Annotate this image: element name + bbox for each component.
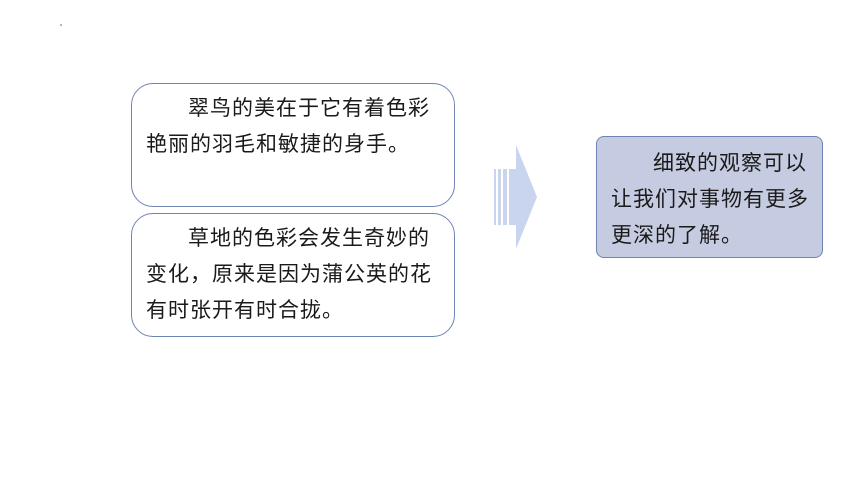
observation-text-grassland: 草地的色彩会发生奇妙的变化，原来是因为蒲公英的花有时张开有时合拢。 [146,226,432,322]
observation-text-kingfisher: 翠鸟的美在于它有着色彩艳丽的羽毛和敏捷的身手。 [146,96,430,156]
observation-box-kingfisher: 翠鸟的美在于它有着色彩艳丽的羽毛和敏捷的身手。 [131,83,455,207]
conclusion-text: 细致的观察可以让我们对事物有更多更深的了解。 [611,151,809,247]
decorative-dot [60,24,62,26]
observation-box-grassland: 草地的色彩会发生奇妙的变化，原来是因为蒲公英的花有时张开有时合拢。 [131,213,455,337]
right-arrow-icon [494,145,537,249]
conclusion-box: 细致的观察可以让我们对事物有更多更深的了解。 [596,136,823,258]
